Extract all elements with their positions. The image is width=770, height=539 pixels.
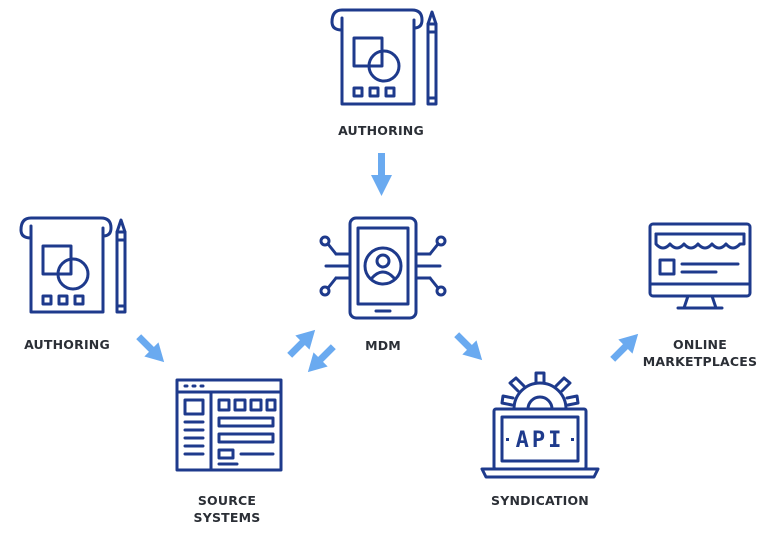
arrow-mdm-to-syndication <box>454 332 483 361</box>
syndication-icon: API <box>480 371 600 479</box>
arrow-syndication-to-marketplaces <box>610 333 639 362</box>
mdm-label: MDM <box>365 338 401 353</box>
authoring-left-icon <box>19 216 127 314</box>
arrow-mdm-to-source <box>307 344 336 373</box>
source-systems-label-line2: SYSTEMS <box>193 510 261 525</box>
mdm-icon <box>319 216 447 320</box>
authoring-left-label: AUTHORING <box>24 337 110 352</box>
arrow-authoring-to-source <box>136 334 165 363</box>
online-marketplaces-label-line2: MARKETPLACES <box>642 354 758 369</box>
arrow-source-to-mdm <box>287 329 316 358</box>
online-marketplaces-icon <box>648 222 752 310</box>
api-text: API <box>516 428 565 453</box>
authoring-top-label: AUTHORING <box>338 123 424 138</box>
online-marketplaces-label-line1: ONLINE <box>673 337 727 352</box>
online-marketplaces-label: ONLINE MARKETPLACES <box>640 336 760 370</box>
syndication-label: SYNDICATION <box>491 493 589 508</box>
source-systems-icon <box>175 378 283 472</box>
authoring-top-icon <box>330 8 438 106</box>
arrow-authoring-to-mdm <box>371 153 392 196</box>
source-systems-label: SOURCE SYSTEMS <box>177 492 277 526</box>
source-systems-label-line1: SOURCE <box>197 493 257 508</box>
